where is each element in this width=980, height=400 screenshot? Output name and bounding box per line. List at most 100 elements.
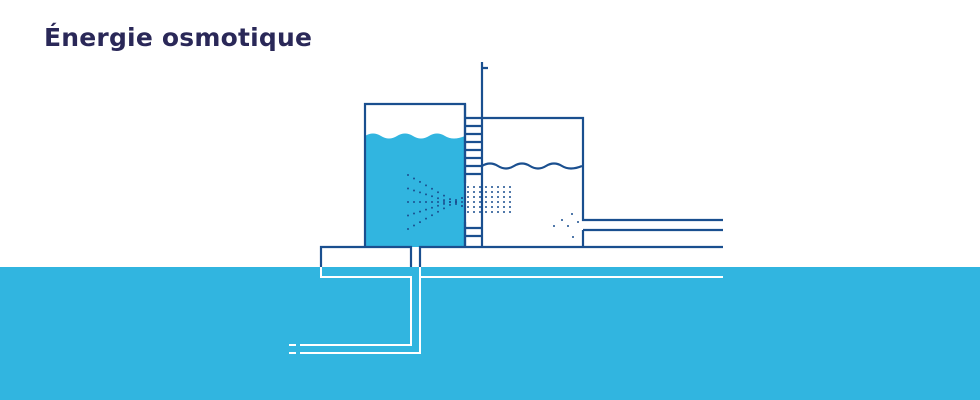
particle bbox=[503, 211, 505, 213]
particle bbox=[497, 186, 499, 188]
particle bbox=[509, 196, 511, 198]
particle bbox=[473, 211, 475, 213]
particle bbox=[407, 174, 409, 176]
particle bbox=[419, 201, 421, 203]
particle bbox=[449, 200, 451, 203]
particle bbox=[479, 186, 481, 188]
particle bbox=[485, 196, 487, 198]
left-tank-water bbox=[365, 133, 465, 247]
particle bbox=[425, 201, 427, 203]
particle bbox=[479, 201, 481, 203]
particle bbox=[497, 206, 499, 208]
particle bbox=[449, 198, 451, 201]
particle bbox=[479, 211, 481, 213]
particle bbox=[413, 201, 415, 203]
particle bbox=[467, 196, 469, 198]
particle bbox=[485, 211, 487, 213]
particle bbox=[413, 177, 415, 180]
particle bbox=[437, 201, 439, 203]
particle bbox=[491, 206, 493, 208]
particle bbox=[491, 186, 493, 188]
right-tank-water-line bbox=[481, 162, 583, 170]
particle bbox=[503, 201, 505, 203]
particle bbox=[553, 225, 555, 227]
particle bbox=[443, 194, 445, 197]
particle bbox=[443, 199, 445, 202]
particle bbox=[485, 206, 487, 208]
particle bbox=[491, 196, 493, 198]
particle bbox=[467, 191, 469, 193]
particle bbox=[485, 186, 487, 188]
particle bbox=[479, 191, 481, 193]
particle bbox=[431, 214, 433, 217]
particle bbox=[503, 196, 505, 198]
particle bbox=[509, 206, 511, 208]
particle bbox=[419, 221, 421, 224]
particle bbox=[485, 191, 487, 193]
particle bbox=[473, 191, 475, 193]
particle bbox=[467, 186, 469, 188]
particle bbox=[491, 211, 493, 213]
particle bbox=[509, 201, 511, 203]
particle bbox=[431, 195, 433, 198]
particle bbox=[443, 207, 445, 210]
particle bbox=[509, 186, 511, 188]
pipe-dashes bbox=[289, 344, 296, 354]
particle bbox=[407, 214, 409, 217]
underwater-pipe-lower bbox=[300, 267, 723, 354]
particle bbox=[497, 196, 499, 198]
particle bbox=[485, 201, 487, 203]
particle bbox=[479, 206, 481, 208]
particle bbox=[413, 189, 415, 192]
particle bbox=[509, 211, 511, 213]
particle bbox=[561, 219, 563, 221]
membrane-pole bbox=[480, 62, 488, 247]
particle bbox=[467, 211, 469, 213]
particle bbox=[413, 224, 415, 227]
particle bbox=[455, 203, 457, 206]
particle bbox=[407, 228, 409, 230]
particle bbox=[413, 212, 415, 215]
particle bbox=[461, 197, 463, 199]
particle bbox=[567, 225, 569, 227]
particle bbox=[461, 201, 463, 203]
particle bbox=[497, 201, 499, 203]
particle bbox=[419, 210, 421, 213]
particle bbox=[455, 198, 457, 201]
particle bbox=[407, 201, 409, 203]
particle bbox=[473, 196, 475, 198]
underwater-pipe-upper bbox=[300, 267, 412, 346]
particle bbox=[425, 193, 427, 196]
particle bbox=[449, 203, 451, 206]
particle bbox=[571, 213, 573, 215]
particle bbox=[473, 206, 475, 208]
particle bbox=[431, 201, 433, 203]
particle bbox=[437, 204, 439, 207]
particle bbox=[497, 211, 499, 213]
particle bbox=[509, 191, 511, 193]
particle bbox=[443, 201, 445, 203]
particle bbox=[425, 217, 427, 220]
particle bbox=[491, 191, 493, 193]
sea bbox=[0, 267, 980, 400]
particle bbox=[497, 191, 499, 193]
particle bbox=[479, 196, 481, 198]
particle bbox=[503, 191, 505, 193]
particle bbox=[577, 221, 579, 223]
particle bbox=[425, 208, 427, 211]
particle bbox=[491, 201, 493, 203]
particle bbox=[437, 210, 439, 213]
particle bbox=[572, 236, 574, 238]
particle bbox=[437, 197, 439, 200]
particle bbox=[443, 202, 445, 205]
particle bbox=[467, 206, 469, 208]
particle bbox=[455, 200, 457, 203]
particle bbox=[407, 187, 409, 190]
particle bbox=[467, 201, 469, 203]
particle bbox=[425, 184, 427, 187]
particle bbox=[461, 205, 463, 207]
particle bbox=[419, 180, 421, 183]
particle bbox=[437, 191, 439, 194]
particle bbox=[419, 191, 421, 194]
